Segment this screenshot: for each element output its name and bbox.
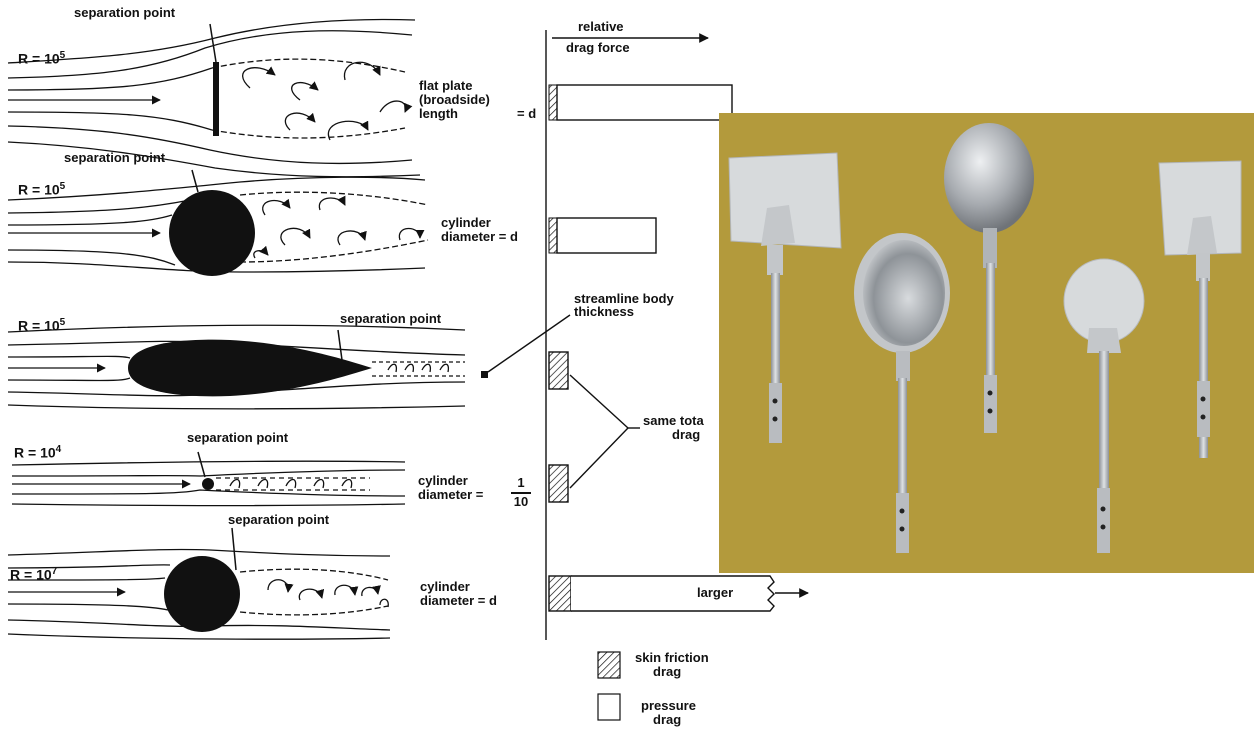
separation-label-5: separation point: [228, 513, 329, 527]
reynolds-label-2: R = 105: [18, 181, 65, 198]
separation-label-4: separation point: [187, 431, 288, 445]
cylinder-body-highre: [164, 556, 240, 632]
cylinder-label-4: cylinder: [418, 474, 468, 488]
fraction-numerator: 1: [512, 476, 530, 490]
cylinder-label-5: cylinder: [420, 580, 470, 594]
separation-pointer-1: [210, 24, 216, 62]
fraction-denominator: 10: [510, 495, 532, 509]
drag-bodies-photo: [719, 113, 1254, 573]
length-dim-label: = d: [517, 107, 536, 121]
legend-pressure-swatch: [598, 694, 620, 720]
legend-skin-friction-drag: drag: [653, 665, 681, 679]
separation-pointer-3: [338, 330, 342, 360]
same-drag-label: drag: [672, 428, 700, 442]
flat-plate-model-right: [1159, 161, 1241, 458]
drag-force-label: drag force: [566, 41, 630, 55]
flat-plate-model-left: [729, 153, 841, 443]
drag-bodies-illustration: [719, 113, 1254, 573]
reynolds-label-5: R = 107: [10, 566, 57, 583]
drag-bar-highre-cylinder: [549, 576, 808, 611]
thickness-label: thickness: [574, 305, 634, 319]
reynolds-label-4: R = 104: [14, 444, 61, 461]
flat-plate-label: flat plate: [419, 79, 472, 93]
separation-label-3: separation point: [340, 312, 441, 326]
legend-pressure-label: pressure: [641, 699, 696, 713]
legend-skin-friction-label: skin friction: [635, 651, 709, 665]
cylinder-body-small: [202, 478, 214, 490]
separation-label-1: separation point: [74, 6, 175, 20]
flat-disk-model: [1064, 259, 1144, 553]
relative-label: relative: [578, 20, 624, 34]
separation-label-2: separation point: [64, 151, 165, 165]
same-total-label: same tota: [643, 414, 704, 428]
separation-pointer-4: [198, 452, 205, 477]
diameter-label-5: diameter = d: [420, 594, 497, 608]
length-label: length: [419, 107, 458, 121]
drag-bar-flat-plate: [549, 85, 732, 120]
flat-plate-body: [213, 62, 219, 136]
drag-bar-streamline: [549, 352, 568, 389]
diameter-label-2: diameter = d: [441, 230, 518, 244]
cylinder-body-d: [169, 190, 255, 276]
legend-pressure-drag: drag: [653, 713, 681, 727]
legend-skin-friction-swatch: [598, 652, 620, 678]
larger-label: larger: [697, 586, 733, 600]
separation-pointer-5: [232, 528, 236, 570]
hemisphere-cup-model: [854, 233, 950, 553]
drag-bar-small-cylinder: [549, 465, 568, 502]
same-drag-bracket: [570, 375, 640, 488]
reynolds-label-3: R = 105: [18, 317, 65, 334]
drag-bar-cylinder: [549, 218, 656, 253]
reynolds-label-1: R = 105: [18, 50, 65, 67]
small-body-marker: [481, 371, 488, 378]
cylinder-label-2: cylinder: [441, 216, 491, 230]
broadside-label: (broadside): [419, 93, 490, 107]
streamline-body: [128, 340, 372, 397]
diameter-label-4: diameter =: [418, 488, 483, 502]
sphere-model: [944, 123, 1034, 433]
separation-pointer-2: [192, 170, 198, 192]
